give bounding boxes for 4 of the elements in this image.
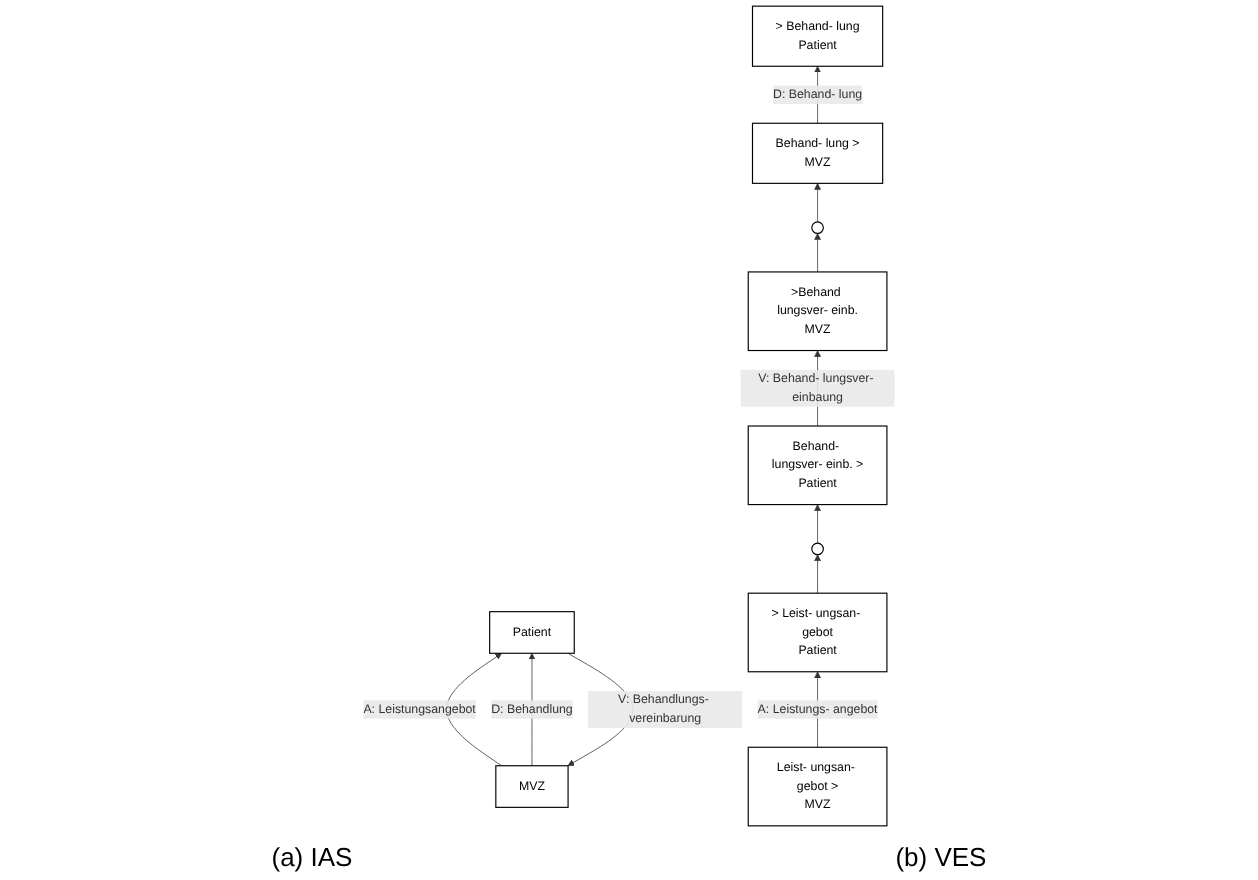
node-circle (811, 221, 824, 234)
node-circle (811, 542, 824, 556)
caption-text: (b) VES (895, 841, 987, 871)
caption-text: (a) IAS (271, 841, 353, 871)
